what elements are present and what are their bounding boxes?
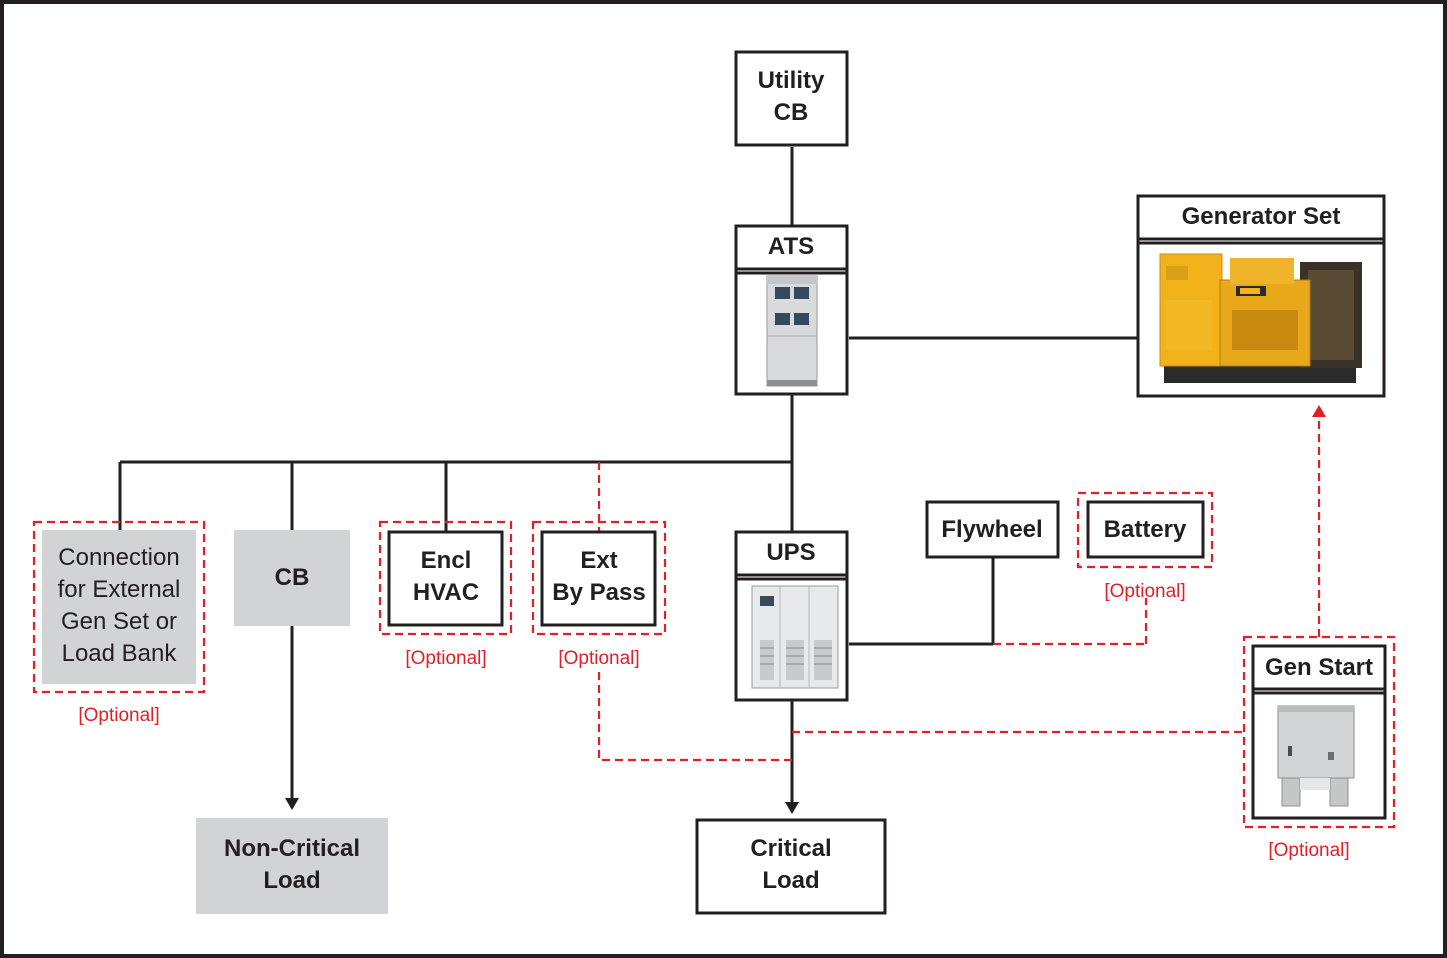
generator-set-image — [1159, 253, 1362, 383]
utility-cb-label-line1: Utility — [758, 67, 825, 94]
battery-group: Battery [Optional] — [1076, 491, 1214, 602]
gen-start-optional-label: [Optional] — [1268, 840, 1349, 861]
non-critical-load-box: Non-Critical Load — [196, 818, 388, 914]
encl-hvac-optional-label: [Optional] — [405, 648, 486, 669]
gen-start-label: Gen Start — [1265, 654, 1373, 681]
flywheel-label: Flywheel — [941, 516, 1042, 543]
critical-load-box: Critical Load — [695, 818, 887, 915]
external-connection-line2: for External — [58, 576, 181, 603]
cb-label: CB — [275, 564, 310, 591]
critical-load-line1: Critical — [750, 835, 831, 862]
external-connection-line3: Gen Set or — [61, 608, 177, 635]
utility-cb-box: Utility CB — [734, 50, 849, 147]
cb-box: CB — [234, 530, 350, 626]
critical-load-line2: Load — [762, 867, 819, 894]
ext-bypass-line1: Ext — [580, 547, 617, 574]
non-critical-load-line2: Load — [263, 867, 320, 894]
optional-wires — [597, 405, 1326, 762]
utility-cb-label-line2: CB — [774, 99, 809, 126]
ups-cabinet-image — [751, 585, 839, 689]
ats-box: ATS — [734, 224, 849, 396]
generator-set-label: Generator Set — [1182, 203, 1341, 230]
flywheel-box: Flywheel — [925, 500, 1060, 559]
external-connection-line1: Connection — [58, 544, 179, 571]
power-wires — [118, 147, 1138, 814]
ups-label: UPS — [766, 539, 815, 566]
gen-start-group: Gen Start [Optional] — [1242, 635, 1396, 861]
external-connection-optional-label: [Optional] — [78, 705, 159, 726]
ats-label: ATS — [768, 233, 814, 260]
external-connection-line4: Load Bank — [62, 640, 178, 667]
encl-hvac-group: Encl HVAC [Optional] — [378, 520, 513, 669]
ats-cabinet-image — [766, 275, 818, 387]
non-critical-load-line1: Non-Critical — [224, 835, 360, 862]
ext-bypass-optional-label: [Optional] — [558, 648, 639, 669]
battery-optional-label: [Optional] — [1104, 581, 1185, 602]
ups-box: UPS — [734, 530, 849, 702]
generator-set-box: Generator Set — [1136, 194, 1386, 398]
ext-bypass-group: Ext By Pass [Optional] — [531, 520, 667, 669]
gen-start-panel-image — [1277, 705, 1355, 807]
encl-hvac-line1: Encl — [421, 547, 472, 574]
ext-bypass-line2: By Pass — [552, 579, 645, 606]
external-connection-group: Connection for External Gen Set or Load … — [32, 520, 206, 726]
encl-hvac-line2: HVAC — [413, 579, 479, 606]
battery-label: Battery — [1104, 516, 1187, 543]
